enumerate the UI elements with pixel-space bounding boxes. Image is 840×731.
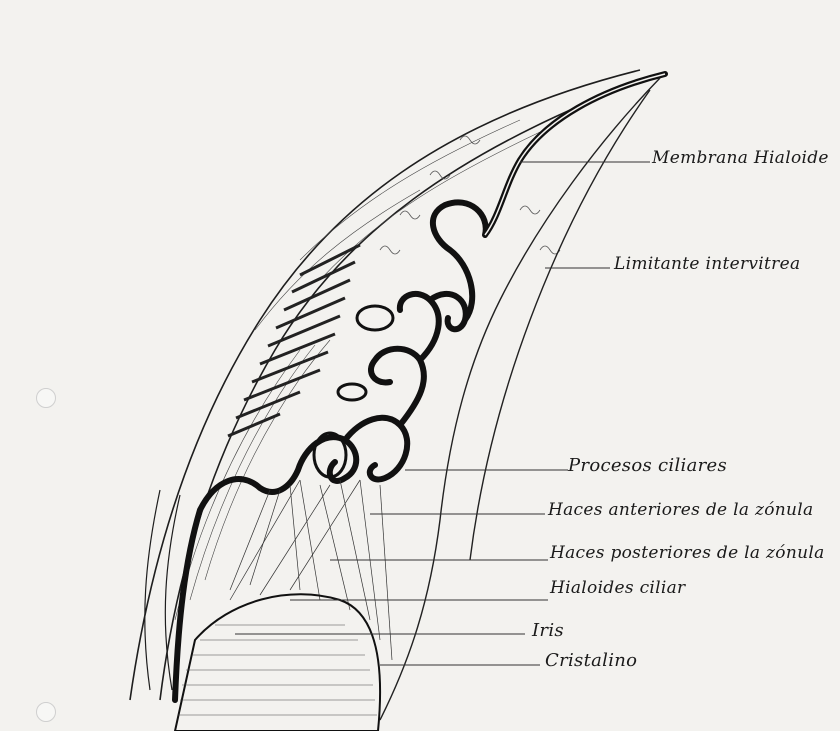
label-membrana-hialoide: Membrana Hialoide — [652, 148, 829, 168]
binder-hole — [36, 702, 56, 722]
binder-hole — [36, 388, 56, 408]
label-limitante-intervitrea: Limitante intervitrea — [614, 254, 800, 274]
label-haces-posteriores: Haces posteriores de la zónula — [550, 543, 825, 563]
label-procesos-ciliares: Procesos ciliares — [568, 455, 727, 476]
label-iris: Iris — [532, 620, 564, 641]
label-cristalino: Cristalino — [545, 650, 637, 671]
label-haces-anteriores: Haces anteriores de la zónula — [548, 500, 813, 520]
label-hialoides-ciliar: Hialoides ciliar — [550, 578, 685, 598]
